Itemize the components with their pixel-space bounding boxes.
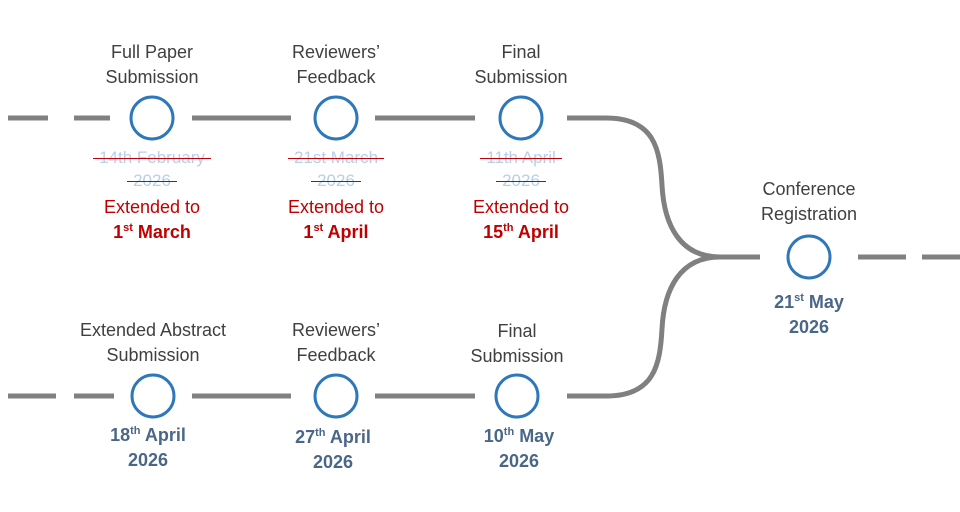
node-reviewers-feedback-1: [313, 95, 359, 141]
final-submission-2-date: 10th May 2026: [483, 426, 555, 471]
reviewers-feedback-1-extension: Extended to 1st April: [287, 197, 385, 242]
reviewers-feedback-2-date: 27th April 2026: [295, 427, 371, 472]
conference-registration-date: 21st May 2026: [774, 292, 844, 337]
final-submission-1-extension: Extended to 15th April: [472, 197, 570, 242]
track1-curve: [567, 115, 721, 260]
node-conference-registration: [786, 234, 832, 280]
extended-abstract-date: 18th April 2026: [110, 425, 186, 470]
node-reviewers-feedback-2: [313, 373, 359, 419]
node-extended-abstract: [130, 373, 176, 419]
reviewers-feedback-2-title: Reviewers’Feedback: [291, 320, 381, 365]
track2-curve: [567, 254, 721, 399]
reviewers-feedback-1-title: Reviewers’Feedback: [291, 42, 381, 87]
node-final-submission-2: [494, 373, 540, 419]
node-full-paper: [129, 95, 175, 141]
node-final-submission-1: [498, 95, 544, 141]
full-paper-extension: Extended to 1st March: [103, 197, 201, 242]
